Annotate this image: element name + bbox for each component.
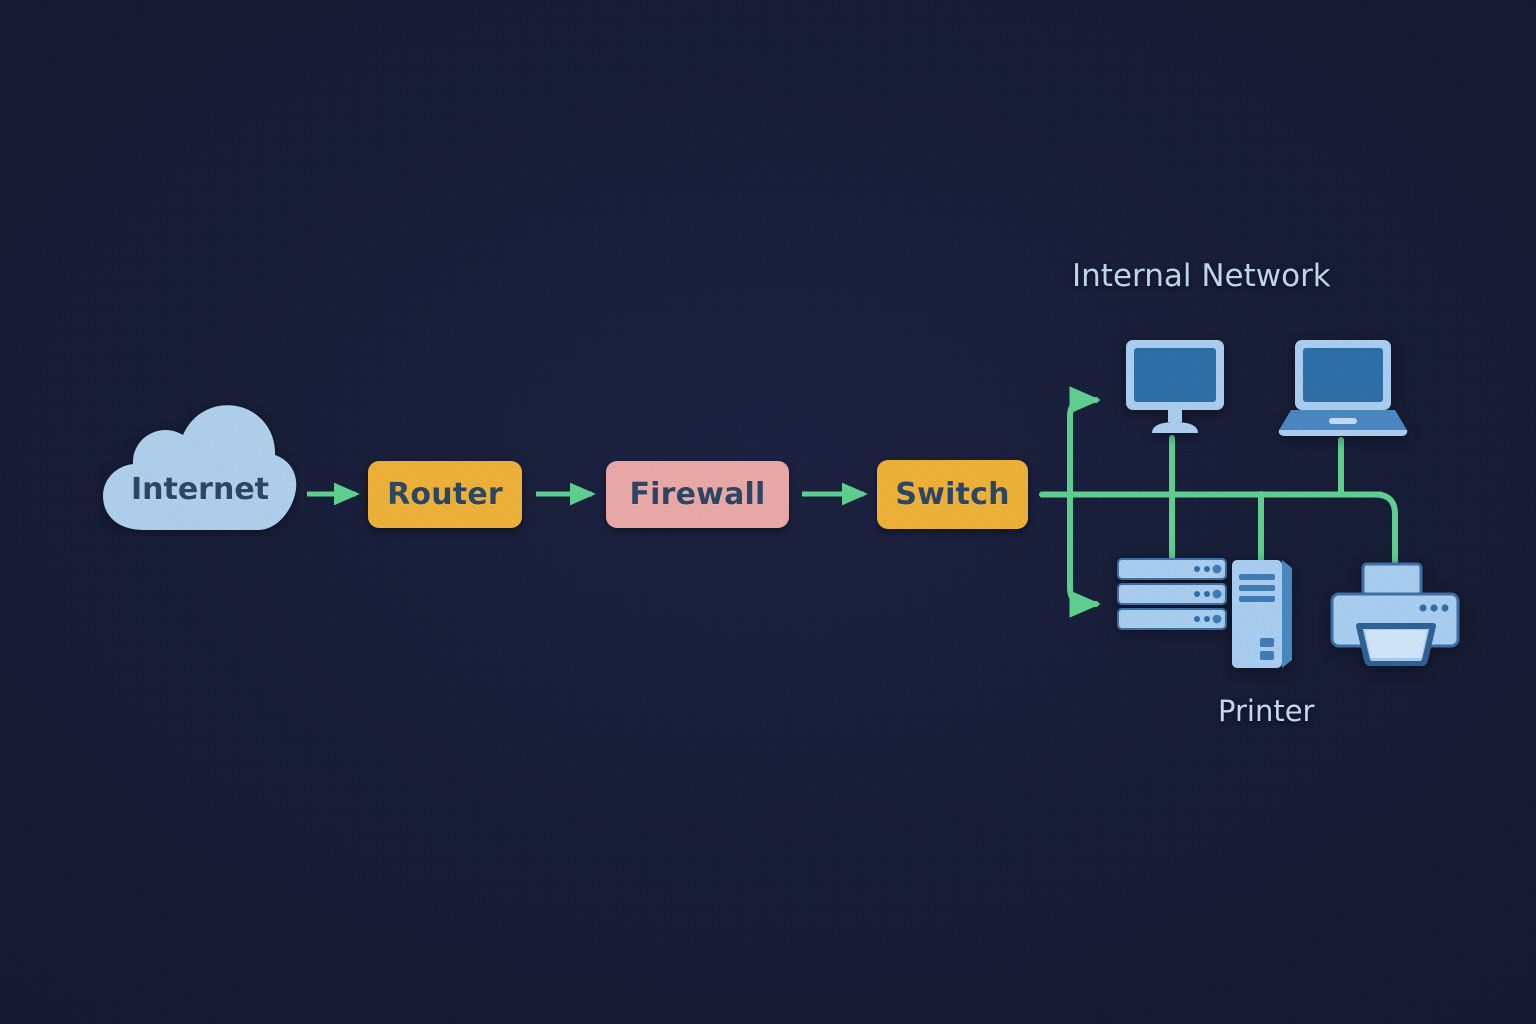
firewall-node[interactable]: Firewall (606, 461, 789, 528)
laptop-icon (1278, 340, 1408, 436)
riser-branch-down (1067, 491, 1101, 618)
cloud-icon (103, 405, 297, 530)
laptop-device[interactable] (1277, 338, 1409, 438)
server-icon (1117, 558, 1227, 630)
elbow-to-printer (1372, 491, 1398, 565)
switch-node[interactable]: Switch (877, 460, 1028, 529)
tower-pc-device[interactable] (1230, 560, 1294, 668)
firewall-label: Firewall (629, 477, 766, 512)
server-rack-device[interactable] (1117, 558, 1227, 630)
printer-caption: Printer (1218, 694, 1315, 728)
monitor-icon (1126, 340, 1224, 433)
riser-branch-up (1067, 386, 1101, 497)
internet-label: Internet (130, 472, 270, 507)
internet-cloud[interactable]: Internet (100, 400, 300, 536)
internal-network-title: Internal Network (1072, 258, 1331, 294)
router-label: Router (387, 477, 503, 512)
printer-device[interactable] (1329, 562, 1461, 667)
printer-icon (1330, 562, 1460, 667)
router-node[interactable]: Router (368, 461, 522, 528)
desktop-monitor-device[interactable] (1124, 338, 1226, 436)
switch-label: Switch (895, 477, 1010, 512)
tower-pc-icon (1232, 560, 1292, 668)
